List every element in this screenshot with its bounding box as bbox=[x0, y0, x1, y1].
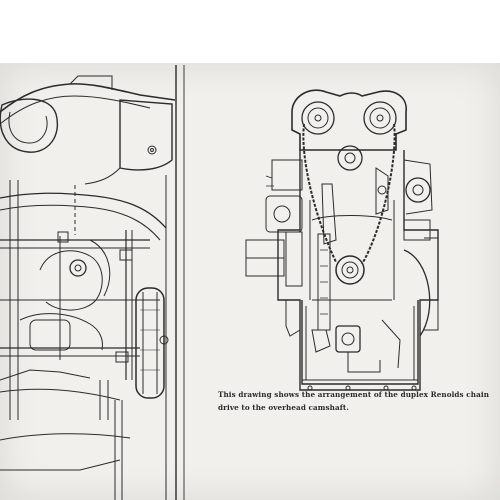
caption-line-1: This drawing shows the arrangement of th… bbox=[218, 390, 490, 399]
caption-line-2: drive to the overhead camshaft. bbox=[218, 403, 349, 412]
engine-drawing bbox=[245, 89, 439, 391]
chassis-drawing bbox=[0, 65, 185, 500]
figure-caption: This drawing shows the arrangement of th… bbox=[218, 388, 498, 414]
book-page bbox=[0, 63, 500, 500]
